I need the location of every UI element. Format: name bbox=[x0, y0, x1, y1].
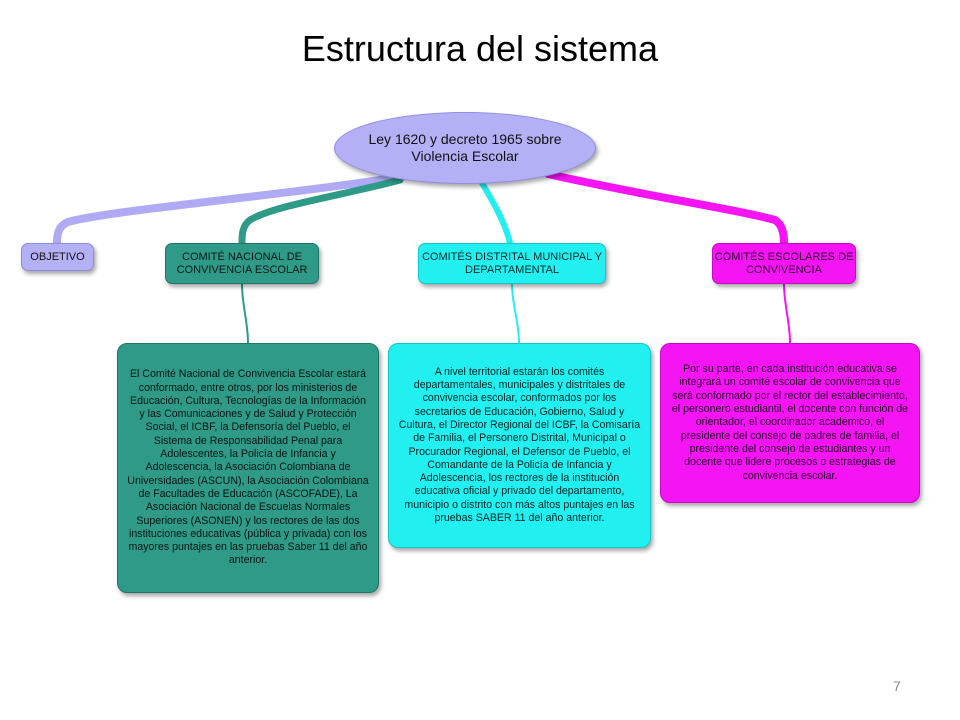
detail-comite-nacional: El Comité Nacional de Convivencia Escola… bbox=[117, 343, 379, 593]
node-comites-distrital: COMITÉS DISTRITAL MUNICIPAL Y DEPARTAMEN… bbox=[418, 243, 606, 284]
root-node-label: Ley 1620 y decreto 1965 sobre Violencia … bbox=[368, 131, 562, 164]
detail-comites-distrital-text: A nivel territorial estarán los comités … bbox=[398, 365, 641, 524]
node-objetivo-label: OBJETIVO bbox=[30, 250, 85, 263]
detail-comites-escolares-text: Por su parte, en cada institución educat… bbox=[671, 363, 909, 482]
node-comite-nacional-label: COMITÉ NACIONAL DE CONVIVENCIA ESCOLAR bbox=[176, 250, 308, 276]
connector-escolares-detail bbox=[783, 283, 791, 344]
node-comites-distrital-label: COMITÉS DISTRITAL MUNICIPAL Y DEPARTAMEN… bbox=[421, 250, 603, 276]
detail-comites-distrital: A nivel territorial estarán los comités … bbox=[388, 343, 651, 548]
connector-root-nacional bbox=[238, 176, 404, 247]
detail-comite-nacional-text: El Comité Nacional de Convivencia Escola… bbox=[127, 368, 369, 567]
node-comite-nacional: COMITÉ NACIONAL DE CONVIVENCIA ESCOLAR bbox=[165, 243, 319, 284]
connector-root-escolares bbox=[544, 170, 788, 247]
page-number: 7 bbox=[893, 678, 901, 694]
connector-root-objetivo bbox=[53, 172, 409, 247]
connector-root-distrital bbox=[479, 180, 513, 246]
page-title: Estructura del sistema bbox=[301, 28, 659, 69]
connector-nacional-detail bbox=[241, 283, 249, 344]
detail-comites-escolares: Por su parte, en cada institución educat… bbox=[660, 343, 920, 503]
node-objetivo: OBJETIVO bbox=[21, 243, 94, 271]
node-comites-escolares-label: COMITÉS ESCOLARES DE CONVIVENCIA bbox=[714, 250, 854, 276]
connector-distrital-detail bbox=[511, 283, 520, 344]
node-comites-escolares: COMITÉS ESCOLARES DE CONVIVENCIA bbox=[712, 243, 856, 284]
root-node: Ley 1620 y decreto 1965 sobre Violencia … bbox=[334, 112, 596, 184]
